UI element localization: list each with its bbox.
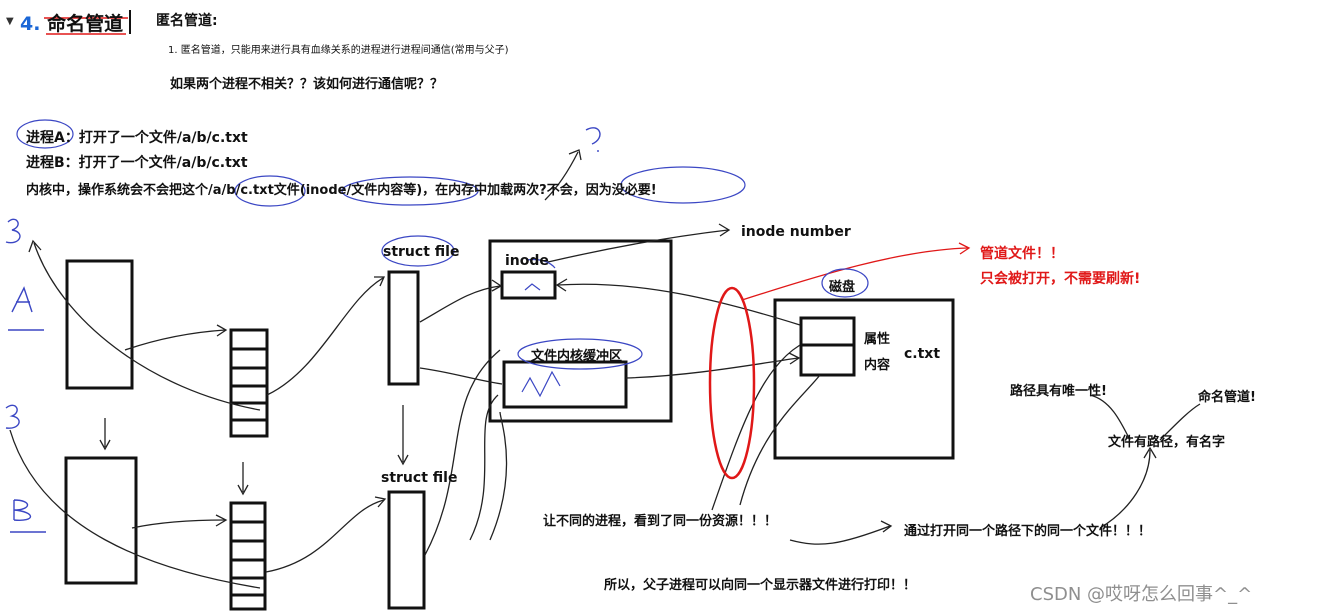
content-label: 内容 xyxy=(864,358,891,373)
fd-table-b xyxy=(229,501,267,611)
highlight-ellipse xyxy=(708,286,756,480)
disk-box xyxy=(773,298,955,460)
kernel-file-box xyxy=(488,239,673,423)
disk-label: 磁盘 xyxy=(829,280,856,295)
ctxt-label: c.txt xyxy=(904,346,941,362)
fd-table-a xyxy=(229,328,269,438)
inode-number-label: inode number xyxy=(741,224,851,240)
see-same-resource: 让不同的进程，看到了同一份资源！！！ xyxy=(543,514,778,529)
process-b-box xyxy=(64,456,138,585)
anon-question: 如果两个进程不相关？？该如何进行通信呢？？ xyxy=(170,77,444,92)
inode-box xyxy=(500,270,557,300)
buffer-box xyxy=(502,360,628,409)
path-unique-label: 路径具有唯一性! xyxy=(1010,384,1107,399)
disk-content-box xyxy=(799,343,856,377)
struct-file-a-box xyxy=(387,270,420,386)
attr-label: 属性 xyxy=(864,332,891,347)
named-pipe-label: 命名管道! xyxy=(1198,390,1256,405)
process-a-box xyxy=(65,259,134,390)
path-name-label: 文件有路径，有名字 xyxy=(1108,435,1226,450)
open-same-file: 通过打开同一个路径下的同一个文件！！！ xyxy=(904,524,1152,539)
collapse-caret-icon[interactable]: ▼ xyxy=(6,16,14,27)
pipe-file-note: 只会被打开，不需要刷新! xyxy=(980,271,1141,287)
parent-child-print: 所以，父子进程可以向同一个显示器文件进行打印！！ xyxy=(604,578,917,593)
section-number: 4. xyxy=(20,13,41,35)
section-title: 命名管道 xyxy=(47,13,124,35)
pipe-file-label: 管道文件！！ xyxy=(980,246,1064,262)
buffer-label: 文件内核缓冲区 xyxy=(531,349,623,364)
watermark: CSDN @哎呀怎么回事^_^ xyxy=(1030,584,1253,605)
anon-heading: 匿名管道: xyxy=(156,13,218,29)
disk-attr-box xyxy=(799,316,856,347)
scenario-line-1: 进程A：打开了一个文件/a/b/c.txt xyxy=(26,130,248,146)
struct-file-b-box xyxy=(387,490,426,610)
struct-file-bottom-label: struct file xyxy=(381,470,458,486)
struct-file-top-label: struct file xyxy=(383,244,460,260)
inode-label: inode xyxy=(505,253,549,269)
scenario-line-2: 进程B：打开了一个文件/a/b/c.txt xyxy=(26,155,248,171)
anon-point-1: 1. 匿名管道，只能用来进行具有血缘关系的进程进行进程间通信(常用与父子) xyxy=(168,45,509,56)
section-heading: 4. 命名管道 xyxy=(20,9,123,36)
scenario-line-3: 内核中，操作系统会不会把这个/a/b/c.txt文件(inode/文件内容等)，… xyxy=(26,183,657,198)
